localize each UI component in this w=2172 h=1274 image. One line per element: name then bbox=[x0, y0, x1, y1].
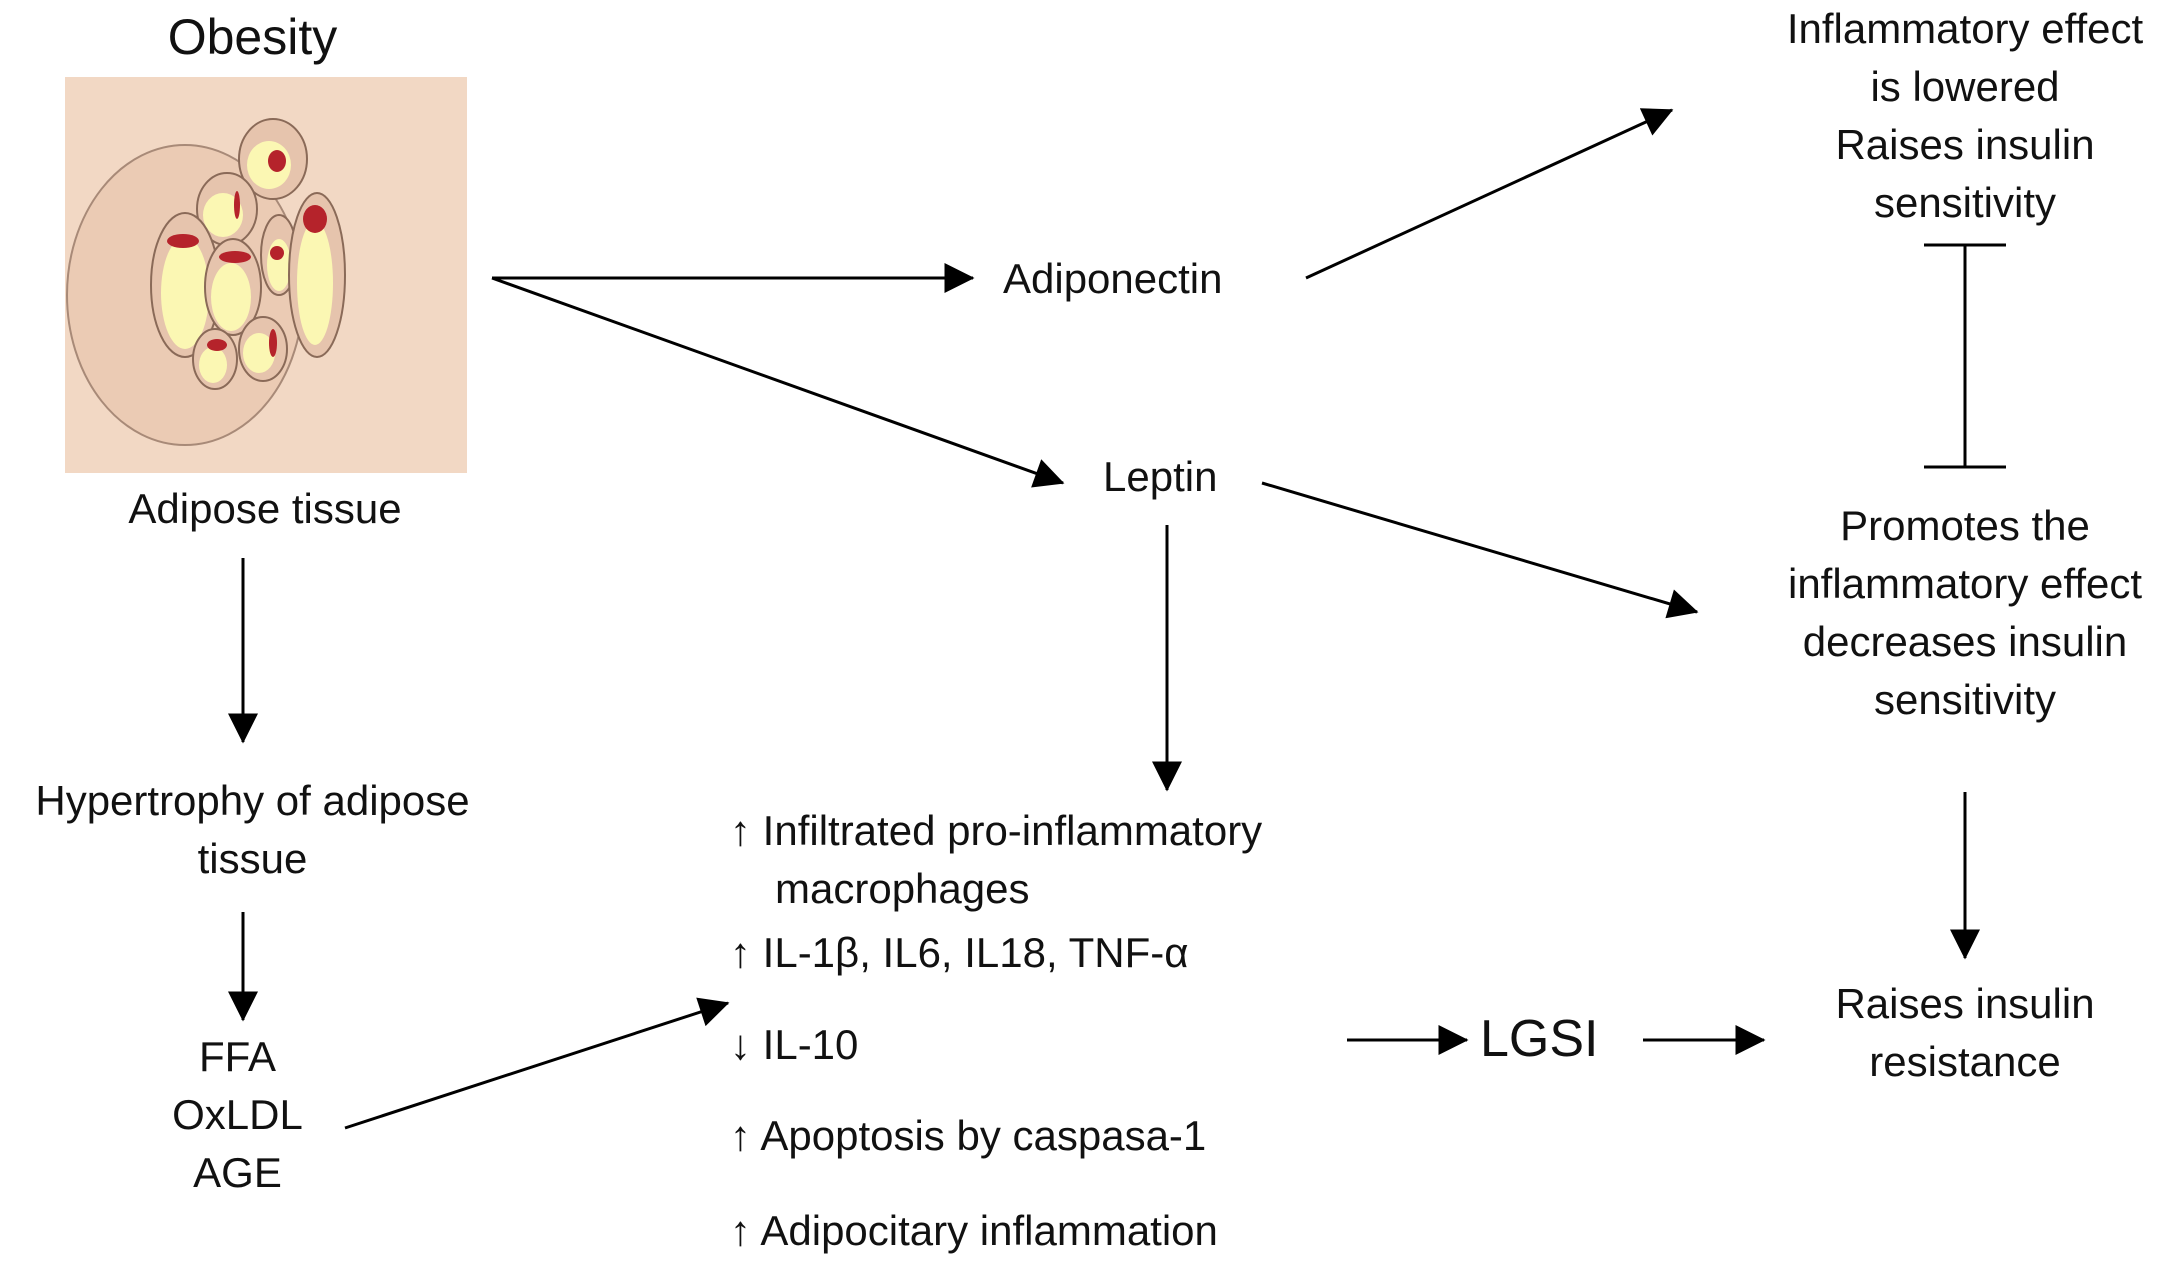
inflammation-item-text: IL-10 bbox=[762, 1021, 859, 1068]
inflammation-item-apoptosis: ↑ Apoptosis by caspasa-1 bbox=[730, 1107, 1206, 1165]
leptin-effect-line: Promotes the bbox=[1840, 502, 2090, 549]
adiponectin-effect: Inflammatory effect is lowered Raises in… bbox=[1755, 0, 2172, 232]
outcome-line: resistance bbox=[1869, 1038, 2061, 1085]
inflammation-item-macrophages: ↑ Infiltrated pro-inflammatory bbox=[730, 802, 1262, 860]
inflammation-item-text: Apoptosis by caspasa-1 bbox=[760, 1112, 1207, 1159]
adipocyte-cluster bbox=[66, 118, 346, 446]
increase-arrow: ↑ bbox=[730, 1207, 751, 1254]
inflammation-item-macrophages-cont: macrophages bbox=[775, 865, 1030, 912]
factors-list: FFA OxLDL AGE bbox=[130, 1028, 345, 1202]
adiponectin-effect-line: sensitivity bbox=[1873, 179, 2057, 226]
adipose-tissue-illustration bbox=[65, 77, 467, 473]
adiponectin-effect-line: Raises insulin bbox=[1835, 121, 2095, 168]
lgsi-label: LGSI bbox=[1480, 1010, 1599, 1068]
outcome-label: Raises insulin resistance bbox=[1755, 975, 2172, 1091]
adipose-tissue-label: Adipose tissue bbox=[128, 485, 402, 532]
increase-arrow: ↑ bbox=[730, 929, 751, 976]
leptin-effect-line: inflammatory effect bbox=[1787, 560, 2143, 607]
hypertrophy-label: Hypertrophy of adipose tissue bbox=[0, 772, 505, 888]
factor-age: AGE bbox=[193, 1149, 282, 1196]
arrow-adiponectin-to-effect bbox=[1305, 108, 1674, 280]
inhibition-connector bbox=[1924, 243, 2006, 469]
inflammation-item-text: Infiltrated pro-inflammatory bbox=[762, 807, 1263, 854]
adiponectin-effect-line: is lowered bbox=[1870, 63, 2060, 110]
inflammation-item-cytokines: ↑ IL-1β, IL6, IL18, TNF-α bbox=[730, 924, 1189, 982]
adiponectin-label: Adiponectin bbox=[1003, 255, 1223, 302]
leptin-label: Leptin bbox=[1103, 453, 1218, 500]
arrow-factors-to-inflammation bbox=[344, 997, 730, 1130]
adiponectin-effect-line: Inflammatory effect bbox=[1786, 5, 2144, 52]
inflammation-item-adipocitary: ↑ Adipocitary inflammation bbox=[730, 1202, 1218, 1260]
outcome-line: Raises insulin bbox=[1835, 980, 2095, 1027]
leptin-effect-line: sensitivity bbox=[1873, 676, 2057, 723]
hypertrophy-line: Hypertrophy of adipose bbox=[35, 777, 470, 824]
leptin-effect-line: decreases insulin bbox=[1802, 618, 2128, 665]
arrow-tissue-to-leptin bbox=[491, 276, 1065, 488]
hypertrophy-line: tissue bbox=[197, 835, 308, 882]
factor-oxldl: OxLDL bbox=[172, 1091, 303, 1138]
obesity-title: Obesity bbox=[167, 9, 338, 65]
arrow-leptin-to-effect bbox=[1261, 481, 1699, 619]
factor-ffa: FFA bbox=[198, 1033, 276, 1080]
decrease-arrow: ↓ bbox=[730, 1021, 751, 1068]
increase-arrow: ↑ bbox=[730, 807, 751, 854]
increase-arrow: ↑ bbox=[730, 1112, 751, 1159]
inflammation-item-text: Adipocitary inflammation bbox=[760, 1207, 1218, 1254]
inflammation-item-il10: ↓ IL-10 bbox=[730, 1016, 858, 1074]
leptin-effect: Promotes the inflammatory effect decreas… bbox=[1755, 497, 2172, 729]
inflammation-item-text: IL-1β, IL6, IL18, TNF-α bbox=[762, 929, 1189, 976]
